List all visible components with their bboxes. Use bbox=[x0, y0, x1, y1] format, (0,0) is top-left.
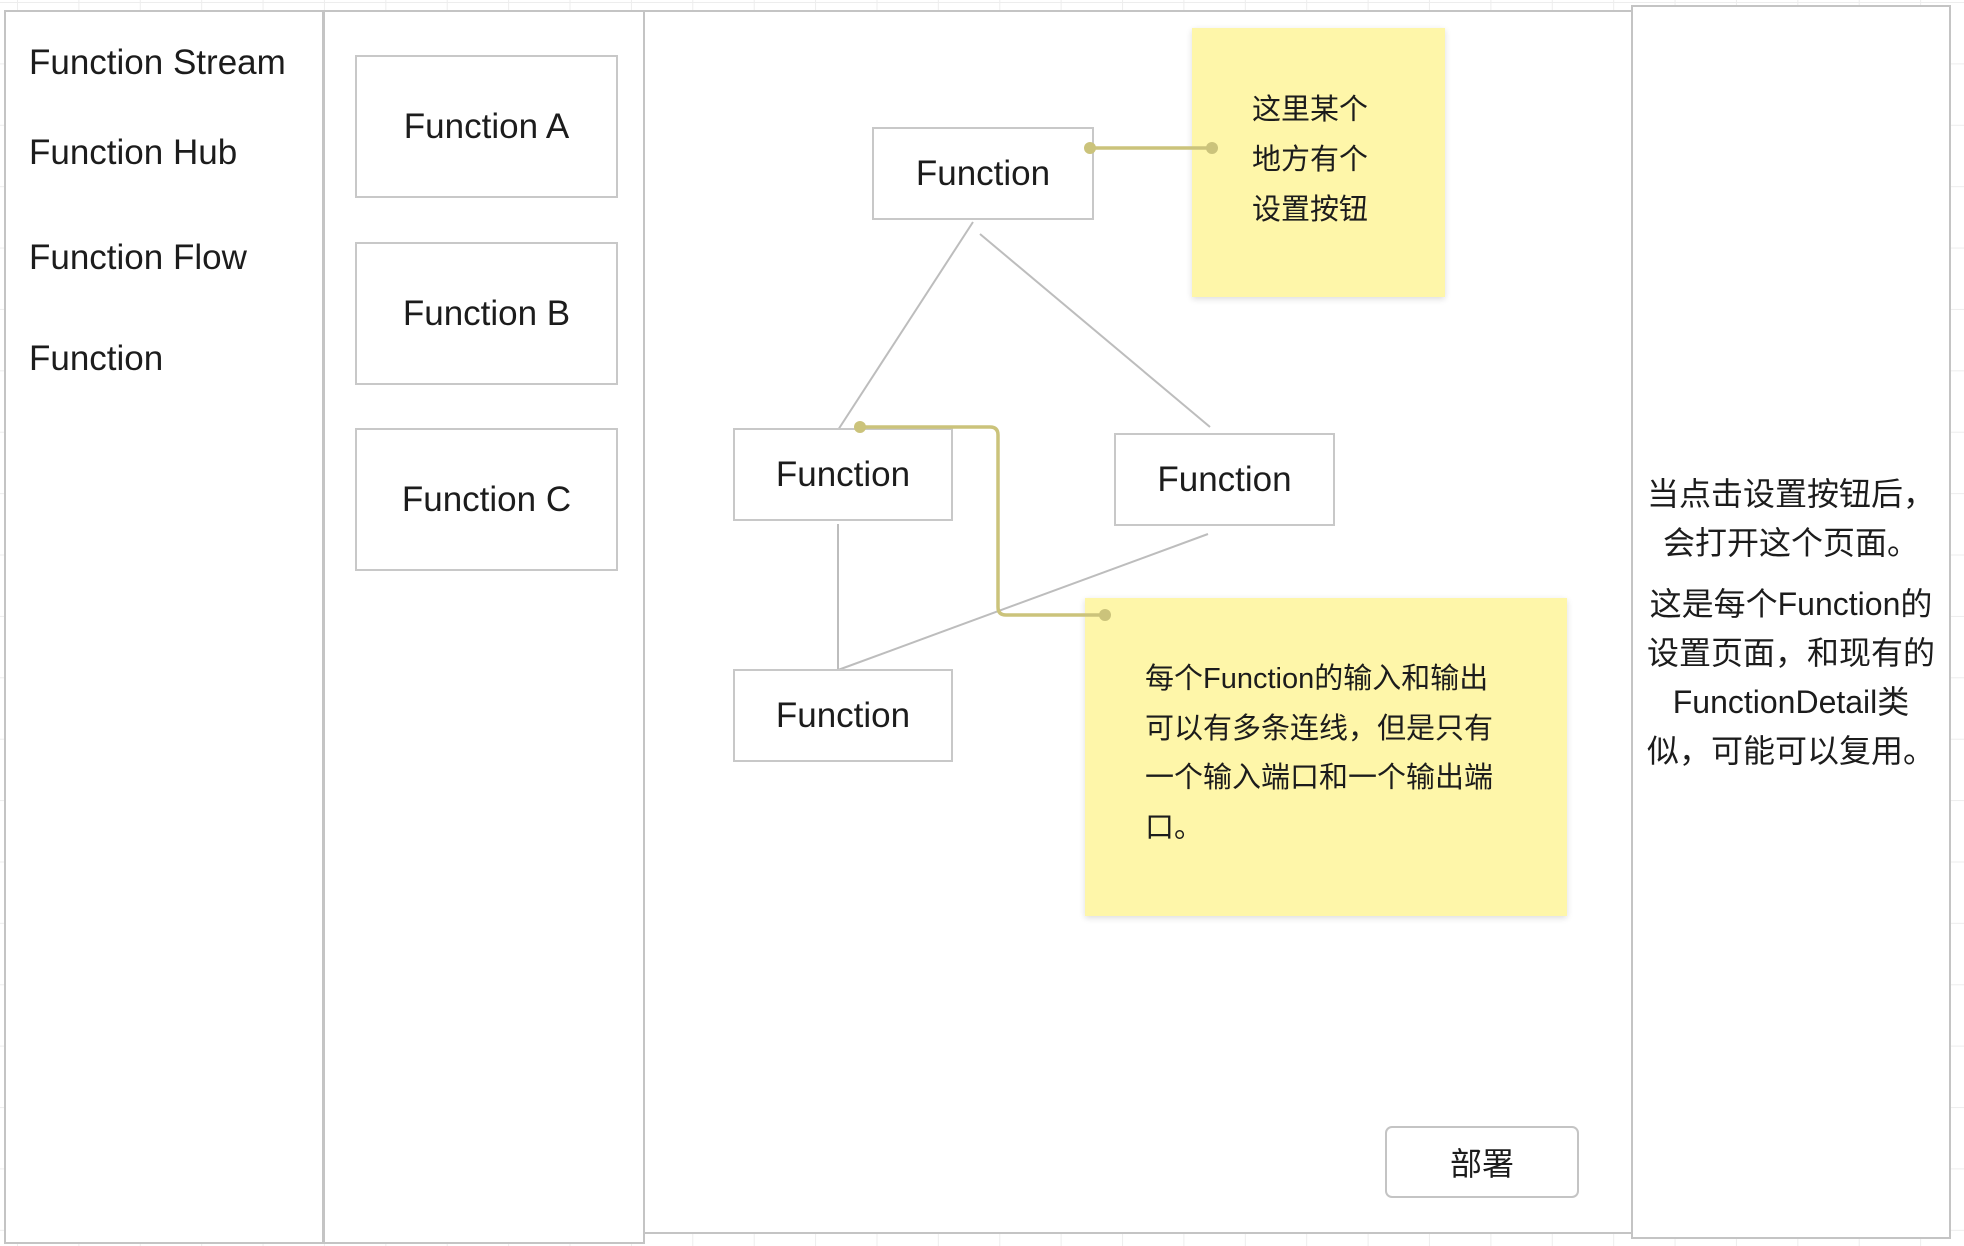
description-line: 这是每个Function的 bbox=[1649, 586, 1933, 622]
sticky-note-line: 一个输入端口和一个输出端 bbox=[1145, 762, 1494, 794]
flow-node[interactable]: Function bbox=[733, 669, 953, 762]
edge-line bbox=[979, 233, 1211, 428]
sticky-note-line: 地方有个 bbox=[1252, 144, 1369, 176]
palette-item-function-c[interactable]: Function C bbox=[355, 428, 618, 571]
edge-line bbox=[837, 221, 974, 431]
sticky-note-line: 设置按钮 bbox=[1252, 194, 1369, 226]
function-settings-panel: 当点击设置按钮后， 会打开这个页面。 这是每个Function的 设置页面，和现… bbox=[1631, 5, 1951, 1239]
sticky-note-line: 这里某个 bbox=[1252, 94, 1369, 126]
description-paragraph: 这是每个Function的 设置页面，和现有的 FunctionDetail类 … bbox=[1633, 580, 1949, 776]
sticky-note-line: 口。 bbox=[1145, 811, 1204, 844]
sidebar-item-function-flow[interactable]: Function Flow bbox=[29, 238, 247, 277]
flow-node-label: Function bbox=[915, 153, 1051, 193]
palette-item-label: Function B bbox=[402, 293, 571, 333]
flow-node-label: Function bbox=[775, 454, 911, 494]
flow-node-label: Function bbox=[775, 695, 911, 735]
function-palette: Function A Function B Function C bbox=[323, 10, 645, 1244]
sticky-note: 每个Function的输入和输出 可以有多条连线，但是只有 一个输入端口和一个输… bbox=[1085, 598, 1567, 916]
description-paragraph: 当点击设置按钮后， 会打开这个页面。 bbox=[1633, 470, 1949, 568]
flow-canvas[interactable]: Function Function Function Function 这里某个… bbox=[643, 10, 1633, 1234]
sidebar-item-function-stream[interactable]: Function Stream bbox=[29, 43, 286, 82]
description-line: 会打开这个页面。 bbox=[1662, 525, 1919, 561]
settings-panel-description: 当点击设置按钮后， 会打开这个页面。 这是每个Function的 设置页面，和现… bbox=[1633, 470, 1949, 776]
palette-item-function-b[interactable]: Function B bbox=[355, 242, 618, 385]
sticky-note: 这里某个 地方有个 设置按钮 bbox=[1192, 28, 1445, 297]
sticky-note-line: 每个Function的输入和输出 bbox=[1145, 663, 1489, 695]
flow-node[interactable]: Function bbox=[1114, 433, 1335, 526]
palette-item-label: Function C bbox=[401, 479, 572, 519]
flow-node[interactable]: Function bbox=[733, 428, 953, 521]
description-line: 当点击设置按钮后， bbox=[1646, 476, 1935, 512]
description-line: FunctionDetail类 bbox=[1672, 684, 1910, 720]
palette-item-function-a[interactable]: Function A bbox=[355, 55, 618, 198]
flow-node[interactable]: Function bbox=[872, 127, 1094, 220]
palette-item-label: Function A bbox=[403, 106, 570, 146]
sidebar-item-function[interactable]: Function bbox=[29, 339, 164, 378]
sidebar-item-function-hub[interactable]: Function Hub bbox=[29, 133, 238, 172]
deploy-button-label: 部署 bbox=[1449, 1146, 1514, 1182]
description-line: 设置页面，和现有的 bbox=[1646, 635, 1935, 671]
sidebar: Function Stream Function Hub Function Fl… bbox=[4, 10, 324, 1244]
sticky-note-line: 可以有多条连线，但是只有 bbox=[1145, 712, 1494, 745]
description-line: 似，可能可以复用。 bbox=[1646, 733, 1935, 769]
deploy-button[interactable]: 部署 bbox=[1385, 1126, 1579, 1198]
flow-node-label: Function bbox=[1157, 459, 1292, 499]
